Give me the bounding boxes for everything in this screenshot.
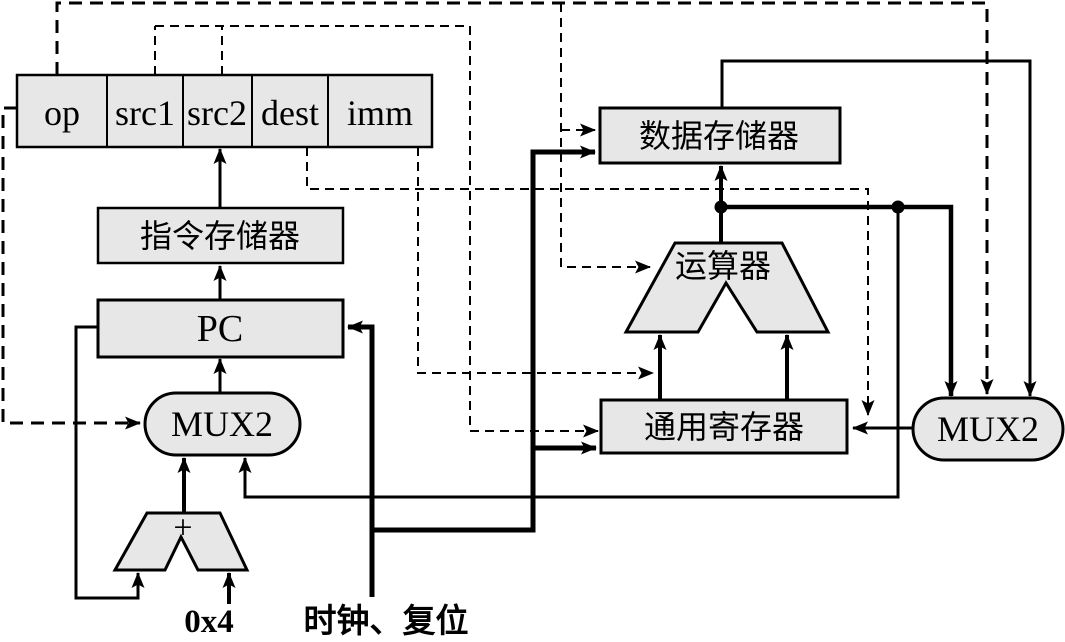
data-memory-block: 数据存储器 [598,106,842,165]
pc-mux-label: MUX2 [171,404,273,444]
pc-block: PC [96,298,345,359]
data-memory-box [598,106,842,165]
junction-branch-tap [891,200,905,214]
alu-label: 运算器 [675,248,771,284]
instruction-word-box: op src1 src2 dest imm [15,73,434,149]
wire-clock-to-data-memory [372,145,596,533]
data-memory-label: 数据存储器 [639,118,799,154]
wire-alu-result-to-writeback-mux [721,204,958,397]
field-src1: src1 [115,93,175,133]
instruction-memory-label: 指令存储器 [140,218,300,254]
pc-label: PC [197,308,243,350]
field-src2: src2 [187,93,247,133]
writeback-mux-block: MUX2 [911,396,1065,462]
instruction-memory-block: 指令存储器 [96,206,345,265]
alu-block: 运算器 [623,241,831,334]
const4-label: 0x4 [184,604,234,640]
control-imm-to-alu-input [417,147,654,380]
writeback-mux-shape [911,396,1065,462]
clock-reset-label: 时钟、复位 [304,602,469,640]
pc-adder-plus: + [173,510,192,547]
instruction-memory-box [96,206,345,265]
wire-alu-result-to-pc-mux [238,207,900,499]
pc-box [96,298,345,359]
alu-shape [623,241,831,334]
control-op-to-writeback-mux [55,1,994,395]
junction-alu-result [714,200,728,214]
register-file-label: 通用寄存器 [644,409,804,445]
pc-adder-block: + [112,510,250,572]
control-op-to-pc-mux [1,106,141,430]
writeback-mux-label: MUX2 [937,409,1039,449]
register-file-block: 通用寄存器 [599,398,849,455]
control-op-to-alu [560,3,651,274]
field-op: op [44,93,80,133]
field-dest: dest [261,93,319,133]
pc-mux-block: MUX2 [143,391,302,457]
wire-pc-to-adder [74,325,145,600]
wire-clock-to-pc [347,320,375,597]
register-file-box [599,398,849,455]
instruction-word-outline [15,73,434,149]
field-imm: imm [347,93,413,133]
wire-data-memory-to-writeback-mux [720,59,1037,397]
pc-adder-shape [112,511,250,572]
pc-mux-shape [143,391,302,457]
control-dest-to-register-write [306,147,875,416]
